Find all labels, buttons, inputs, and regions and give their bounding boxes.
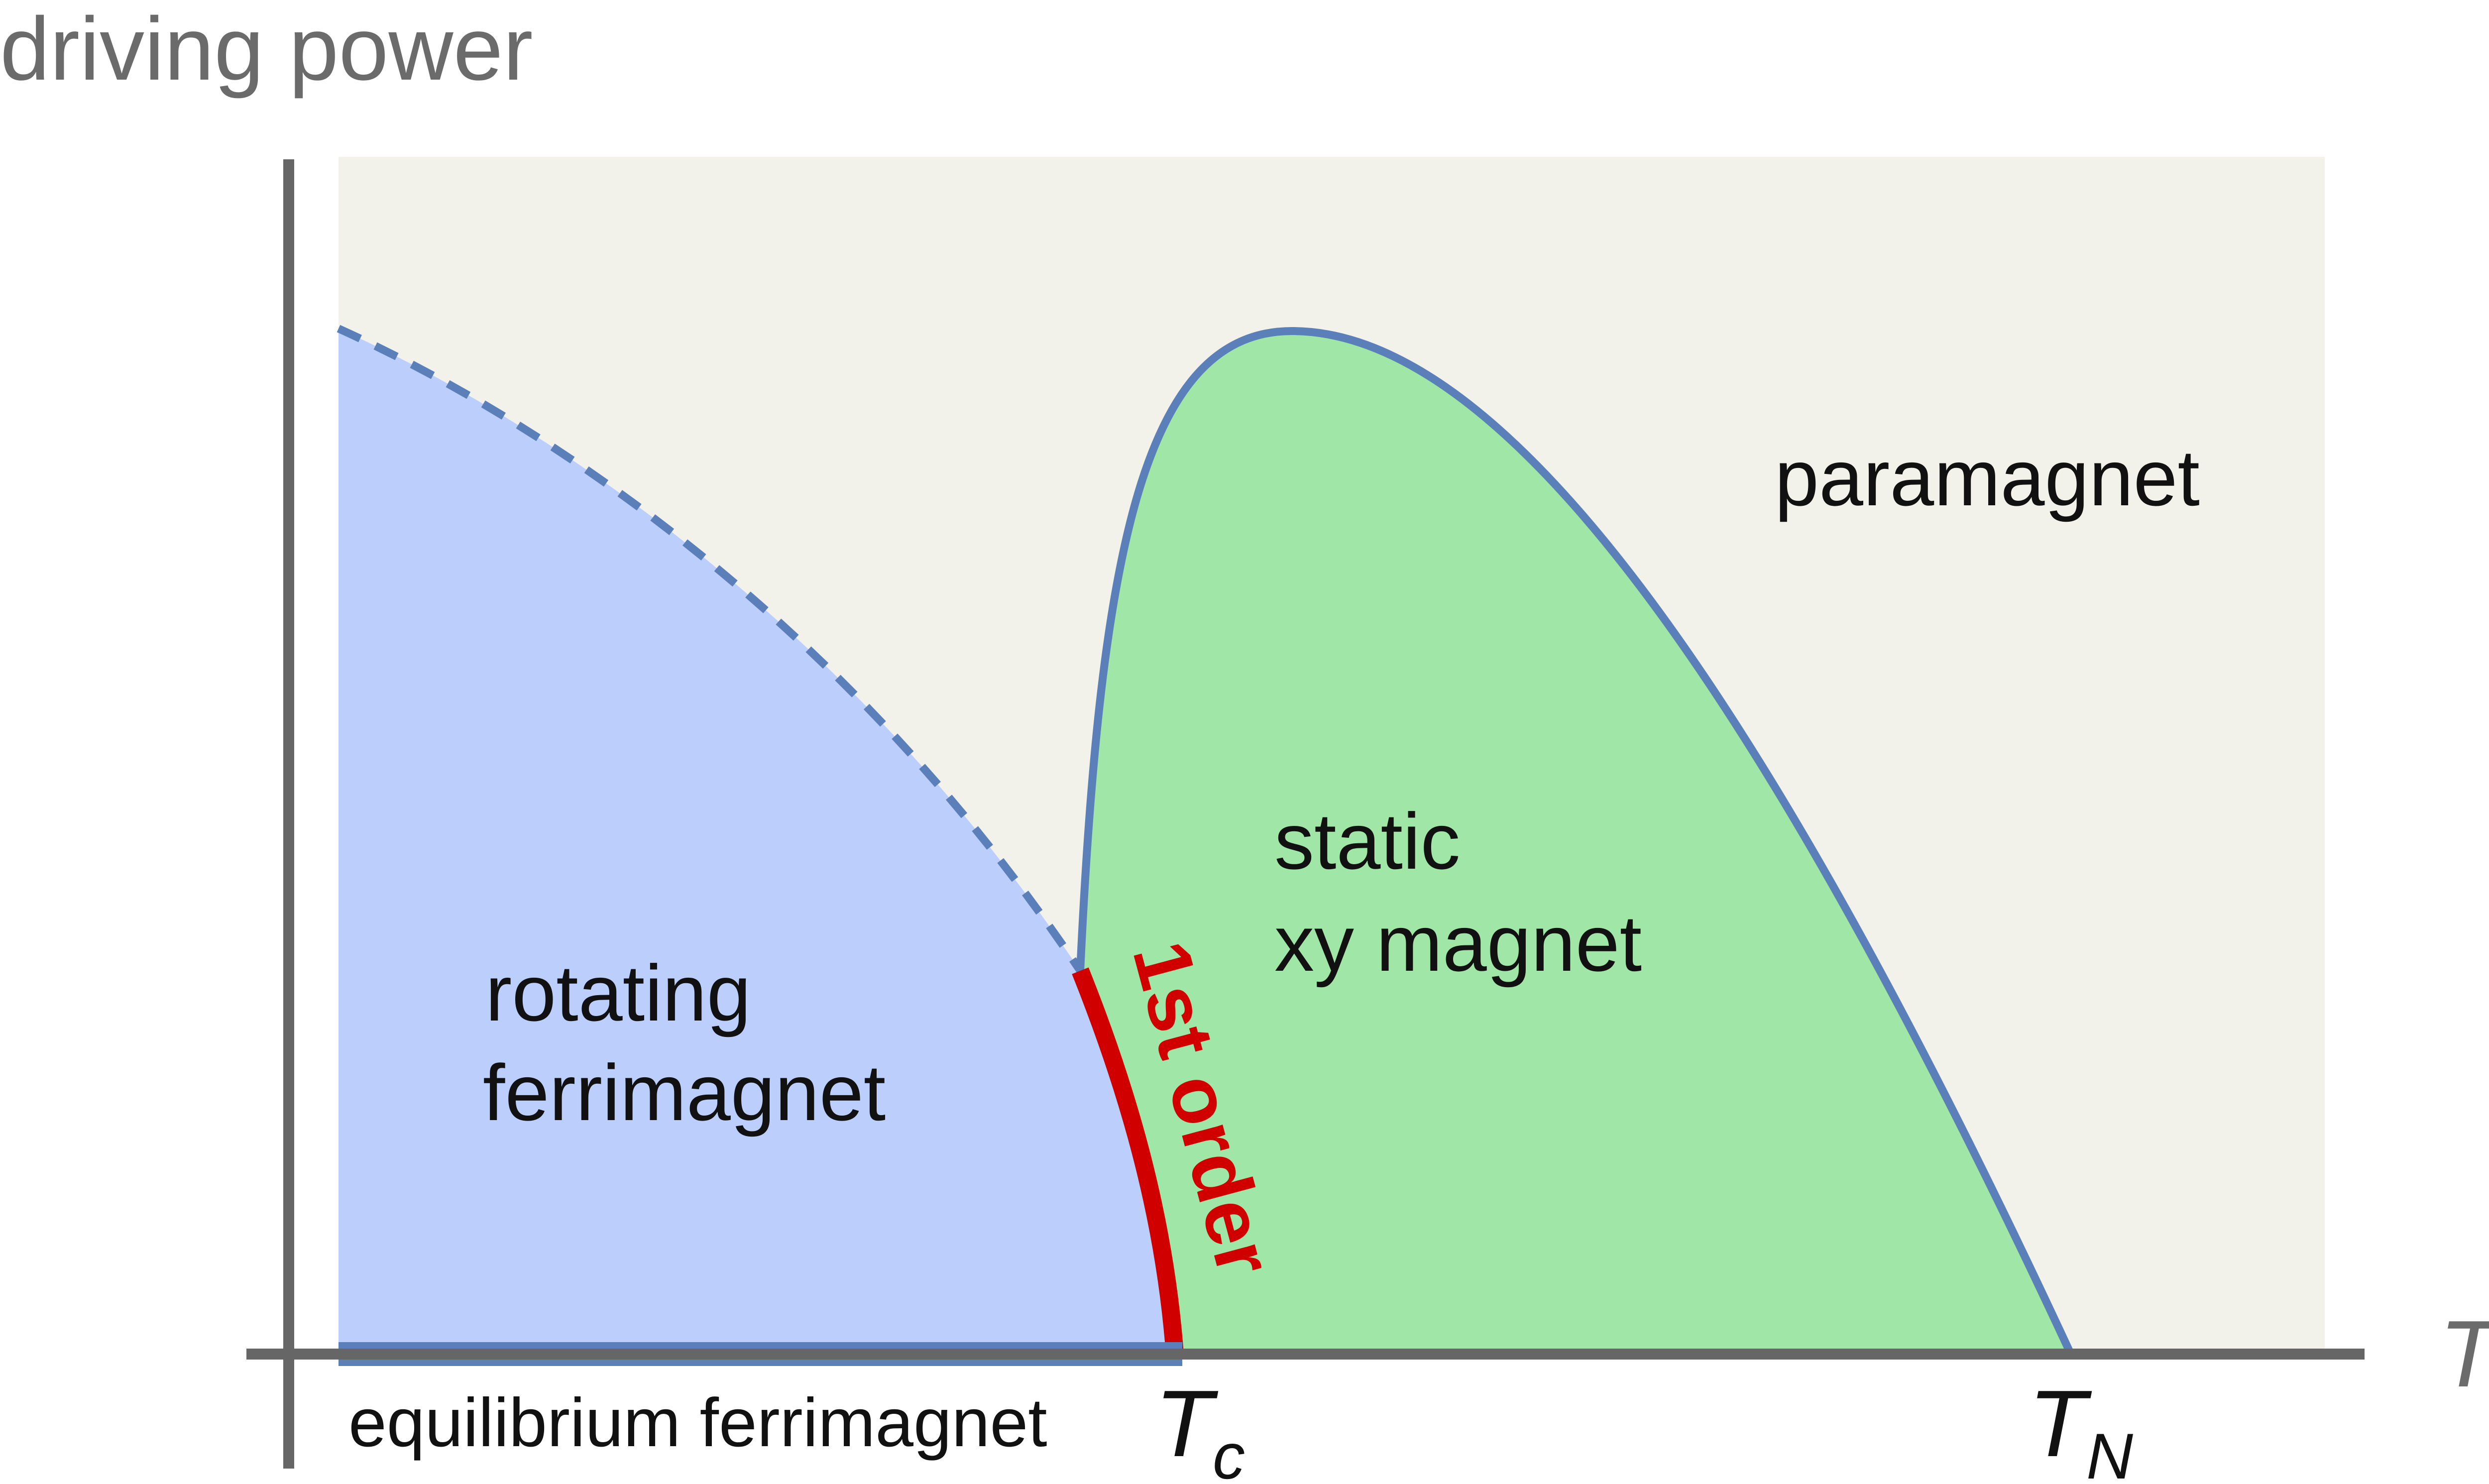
tn-tick-label: TN [2029, 1371, 2133, 1484]
rotating-label: rotating [485, 948, 751, 1037]
tc-subscript: c [1213, 1420, 1245, 1484]
first-order-line [1072, 967, 1184, 1355]
ferrimagnet-label: ferrimagnet [483, 1048, 886, 1137]
tn-main: T [2029, 1371, 2092, 1477]
equilibrium-ferrimagnet-label: equilibrium ferrimagnet [348, 1384, 1047, 1461]
static-phase-boundary [1076, 327, 2075, 1356]
static-label: static [1274, 797, 1460, 886]
paramagnet-label: paramagnet [1775, 433, 2200, 522]
rotating-ferrimagnet-region [339, 329, 1175, 1354]
static-xy-magnet-region [1080, 331, 2071, 1354]
y-axis-label: driving power [0, 0, 533, 99]
x-axis-label: T [2439, 1301, 2489, 1407]
tc-main: T [1155, 1371, 1219, 1477]
xy-magnet-label: xy magnet [1274, 899, 1642, 988]
tn-subscript: N [2086, 1420, 2133, 1484]
dashed-phase-boundary [337, 325, 1084, 973]
tc-tick-label: Tc [1155, 1371, 1245, 1484]
